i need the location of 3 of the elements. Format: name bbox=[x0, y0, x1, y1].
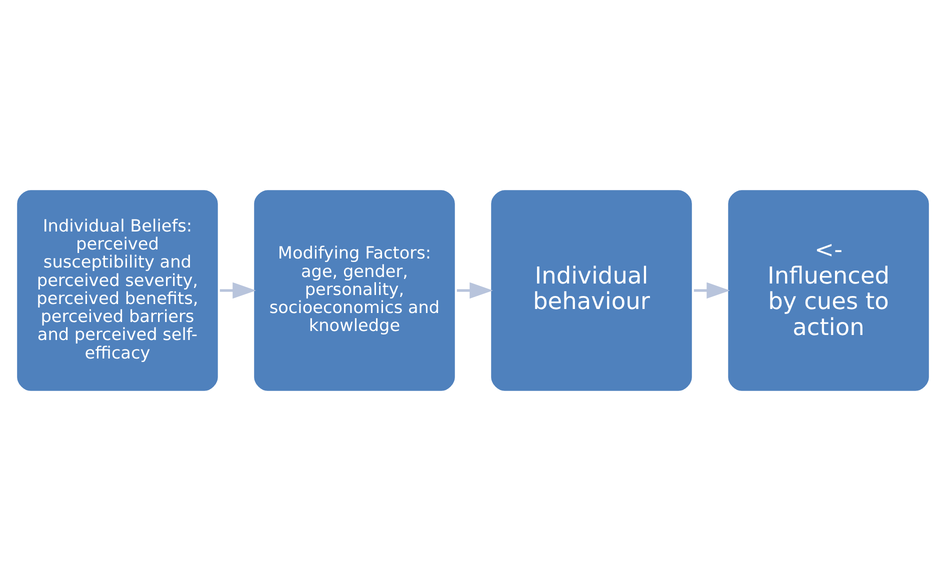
arrow bbox=[456, 282, 493, 298]
arrow bbox=[220, 282, 256, 298]
arrow bbox=[694, 282, 730, 298]
